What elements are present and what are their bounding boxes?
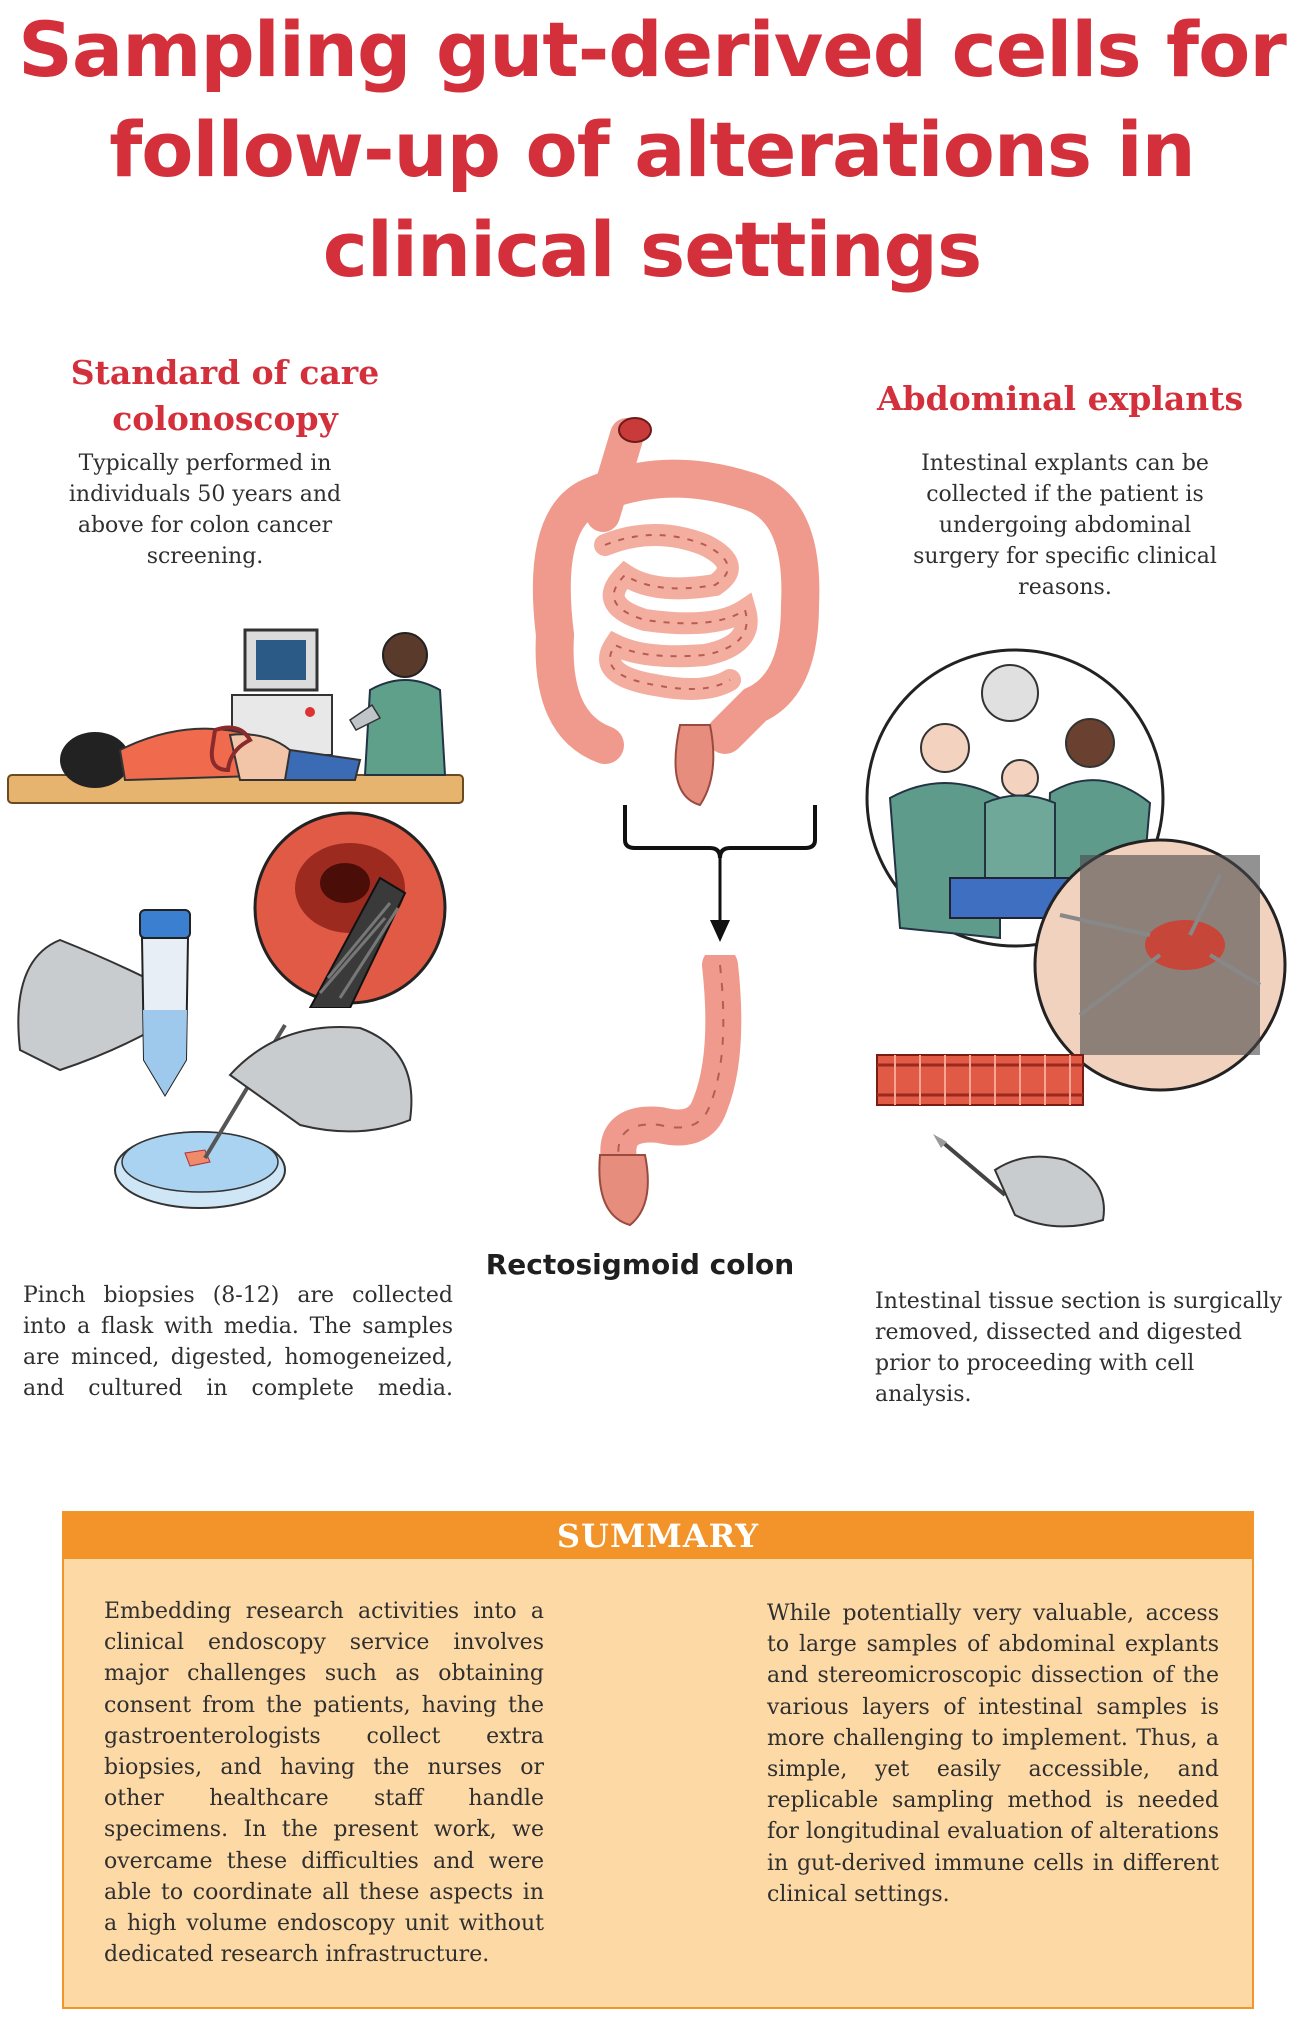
summary-box: SUMMARY Embedding research activities in… [62, 1511, 1254, 2009]
colonoscopy-description: Typically performed in individuals 50 ye… [68, 451, 342, 569]
colonoscopy-scene-illustration [7, 628, 464, 804]
explants-caption: Intestinal tissue section is surgically … [875, 1289, 1283, 1407]
colonoscopy-caption: Pinch biopsies (8-12) are collected into… [23, 1283, 453, 1401]
rectosigmoid-colon-label: Rectosigmoid colon [485, 1248, 795, 1281]
summary-right-text: While potentially very valuable, access … [767, 1601, 1219, 1907]
explants-heading: Abdominal explants [876, 379, 1244, 418]
selection-bracket-arrow [623, 805, 817, 942]
page-title: Sampling gut-derived cells for follow-up… [18, 5, 1287, 294]
colonoscopy-heading: Standard of care colonoscopy [70, 353, 380, 438]
rectosigmoid-colon-illustration [598, 955, 742, 1227]
endoscopic-view-illustration [253, 811, 447, 1008]
explants-description: Intestinal explants can be collected if … [913, 451, 1217, 600]
intestine-illustration [532, 417, 820, 807]
biopsy-processing-illustration [17, 909, 413, 1209]
summary-left-text: Embedding research activities into a cli… [104, 1599, 544, 1968]
summary-heading: SUMMARY [64, 1513, 1252, 1559]
tissue-section-illustration [876, 1054, 1105, 1228]
surgical-field-illustration [1033, 838, 1287, 1092]
